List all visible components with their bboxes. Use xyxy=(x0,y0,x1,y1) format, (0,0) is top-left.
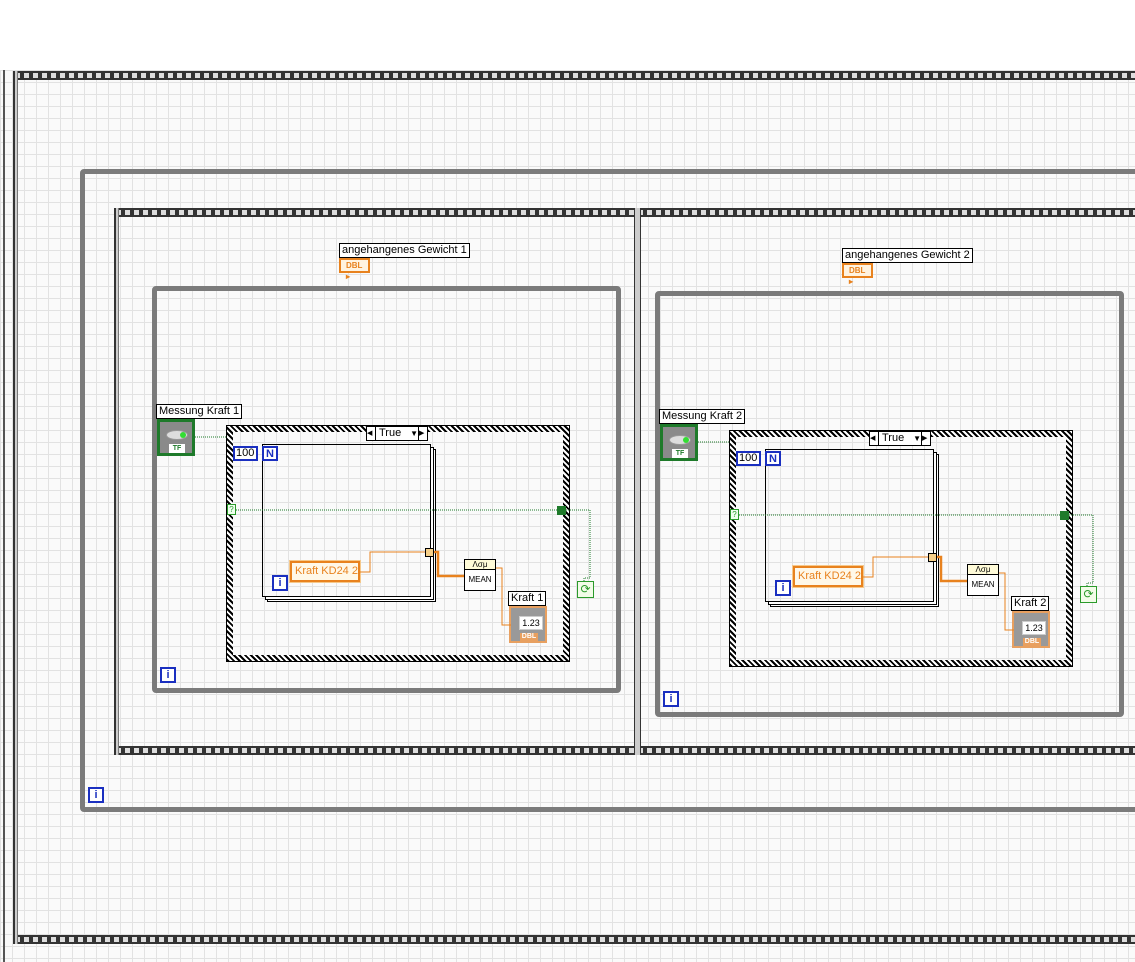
kraft-input-local-variable[interactable]: Kraft KD24 2 xyxy=(792,565,864,588)
inner-sequence-bottom-border[interactable] xyxy=(114,746,1135,755)
boolean-control-label: Messung Kraft 2 xyxy=(659,409,746,424)
array-wire xyxy=(937,555,967,583)
wires xyxy=(195,436,591,626)
kraft-input-local-variable[interactable]: Kraft KD24 2 xyxy=(289,560,361,583)
dbl-type-label: DBL xyxy=(1023,638,1041,646)
while-iteration-terminal: i xyxy=(663,691,679,707)
mean-function[interactable]: Λσμ MEAN xyxy=(464,559,496,591)
indicator-label: Kraft 2 xyxy=(1011,596,1050,611)
case-selector-terminal[interactable]: ? xyxy=(227,504,236,515)
for-iteration-terminal: i xyxy=(775,580,791,596)
dbl-type-label: DBL xyxy=(346,261,363,270)
dbl-control-terminal[interactable]: DBL ▸ xyxy=(339,258,370,281)
inner-sequence-top-border[interactable] xyxy=(114,208,1135,217)
prev-case-icon[interactable]: ◀ xyxy=(870,432,879,445)
while-loop[interactable] xyxy=(655,291,1124,717)
boolean-control-label: Messung Kraft 1 xyxy=(156,404,243,419)
stop-condition-icon[interactable]: ⟳ xyxy=(577,581,594,598)
dbl-type-label: DBL xyxy=(520,633,538,641)
statistics-icon: Λσμ xyxy=(465,560,495,570)
dbl-type-label: DBL xyxy=(849,266,866,275)
while-iteration-terminal: i xyxy=(160,667,176,683)
indexing-tunnel[interactable] xyxy=(425,548,434,557)
iteration-terminal: i xyxy=(88,787,104,803)
numeric-indicator-terminal[interactable]: 1.23 DBL xyxy=(509,606,547,643)
loop-count-constant[interactable]: 100 xyxy=(233,446,258,461)
tf-type-label: TF xyxy=(672,449,688,458)
boolean-control-terminal[interactable]: TF xyxy=(660,424,698,461)
for-iteration-terminal: i xyxy=(272,575,288,591)
statistics-icon: Λσμ xyxy=(968,565,998,575)
mean-function[interactable]: Λσμ MEAN xyxy=(967,564,999,596)
indicator-value: 1.23 xyxy=(1022,621,1046,635)
case-selector-value: True xyxy=(882,432,905,444)
case-selector[interactable]: ◀ True ▼ ▶ xyxy=(869,431,931,446)
for-loop[interactable] xyxy=(262,444,431,597)
stop-condition-icon[interactable]: ⟳ xyxy=(1080,586,1097,603)
function-name: MEAN xyxy=(971,580,995,589)
outer-sequence-top-border[interactable] xyxy=(13,71,1135,80)
count-terminal: N xyxy=(262,446,278,461)
sequence-frame-divider[interactable] xyxy=(634,208,641,755)
led-icon xyxy=(669,435,691,445)
dbl-wire xyxy=(863,556,928,578)
boolean-wire xyxy=(1069,514,1094,586)
next-case-icon[interactable]: ▶ xyxy=(418,427,427,440)
dropdown-icon[interactable]: ▼ xyxy=(410,429,418,438)
led-icon xyxy=(166,430,188,440)
loop-count-constant[interactable]: 100 xyxy=(736,451,761,466)
outer-sequence-left-border[interactable] xyxy=(13,71,18,944)
dropdown-icon[interactable]: ▼ xyxy=(913,434,921,443)
inner-sequence-left-border[interactable] xyxy=(114,208,119,755)
boolean-control-terminal[interactable]: TF xyxy=(157,419,195,456)
indicator-value: 1.23 xyxy=(519,616,543,630)
array-wire xyxy=(434,550,464,578)
prev-case-icon[interactable]: ◀ xyxy=(367,427,376,440)
dbl-wire xyxy=(496,567,511,626)
dbl-control-terminal[interactable]: DBL ▸ xyxy=(842,263,873,286)
numeric-indicator-terminal[interactable]: 1.23 DBL xyxy=(1012,611,1050,648)
boolean-wire xyxy=(566,509,591,581)
while-loop[interactable] xyxy=(152,286,621,693)
for-loop[interactable] xyxy=(765,449,934,602)
dbl-wire xyxy=(360,551,425,573)
wires xyxy=(698,441,1094,631)
left-edge xyxy=(3,70,5,962)
indicator-label: Kraft 1 xyxy=(508,591,547,606)
outer-while-loop[interactable] xyxy=(80,169,1135,812)
case-selector-value: True xyxy=(379,427,402,439)
next-case-icon[interactable]: ▶ xyxy=(921,432,930,445)
case-selector[interactable]: ◀ True ▼ ▶ xyxy=(366,426,428,441)
weight-control-label: angehangenes Gewicht 1 xyxy=(339,243,470,258)
tf-type-label: TF xyxy=(169,444,185,453)
dbl-wire xyxy=(999,572,1014,631)
count-terminal: N xyxy=(765,451,781,466)
function-name: MEAN xyxy=(468,575,492,584)
output-tunnel[interactable] xyxy=(557,506,566,515)
case-selector-terminal[interactable]: ? xyxy=(730,509,739,520)
output-tunnel[interactable] xyxy=(1060,511,1069,520)
outer-sequence-bottom-border[interactable] xyxy=(13,935,1135,944)
weight-control-label: angehangenes Gewicht 2 xyxy=(842,248,973,263)
indexing-tunnel[interactable] xyxy=(928,553,937,562)
